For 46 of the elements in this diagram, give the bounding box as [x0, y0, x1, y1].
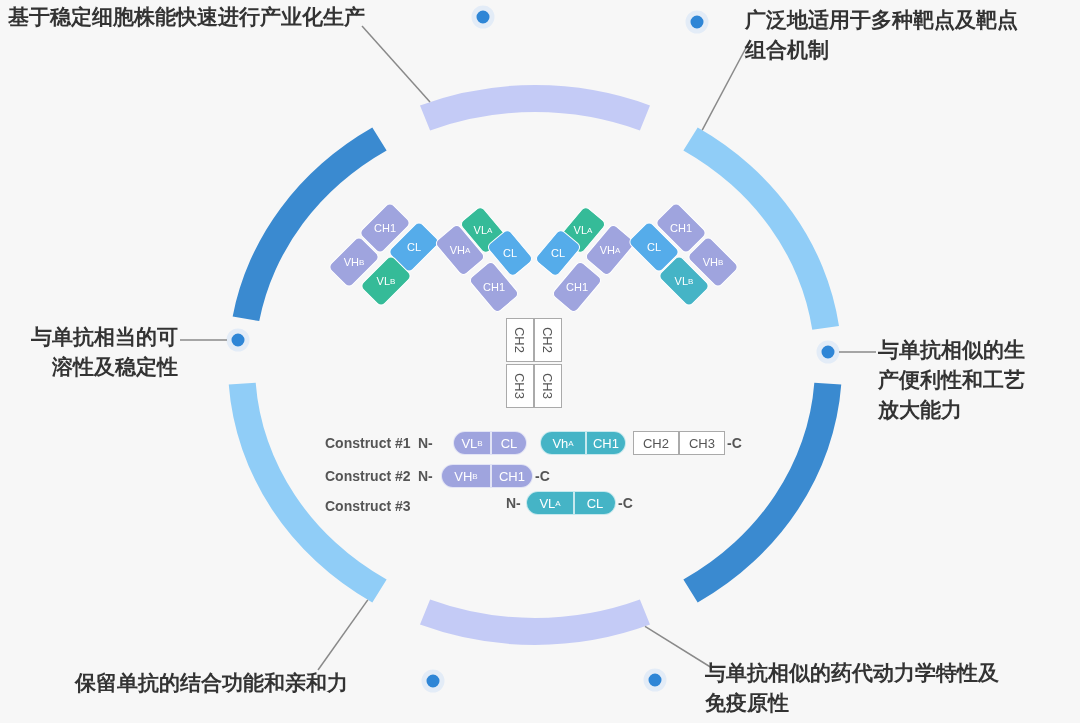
- dot-marker: [421, 669, 445, 693]
- ring-segment: [420, 599, 650, 645]
- construct-label: -C: [618, 495, 633, 511]
- leader-line: [838, 351, 877, 353]
- dot-marker: [816, 340, 840, 364]
- construct-label: -C: [535, 468, 550, 484]
- domain-label: CL: [646, 240, 662, 254]
- construct-label: -C: [727, 435, 742, 451]
- domain-label: CH1: [566, 280, 588, 294]
- domain-block: CH2: [534, 318, 562, 362]
- leader-line: [317, 599, 369, 671]
- dot-marker: [643, 668, 667, 692]
- callout-text: 与单抗相似的药代动力学特性及免疫原性: [705, 658, 1005, 718]
- callout-text: 广泛地适用于多种靶点及靶点组合机制: [745, 5, 1030, 65]
- callout-text: 保留单抗的结合功能和亲和力: [75, 668, 405, 698]
- leader-line: [179, 339, 228, 341]
- callout-text: 与单抗相似的生产便利性和工艺放大能力: [878, 335, 1038, 425]
- leader-line: [361, 25, 431, 103]
- domain-label: CL: [550, 246, 566, 260]
- dot-marker: [471, 5, 495, 29]
- callout-text: 与单抗相当的可溶性及稳定性: [20, 322, 178, 382]
- domain-block: CH1: [586, 431, 626, 455]
- construct-label: N-: [506, 495, 521, 511]
- ring-segment: [420, 85, 650, 131]
- dot-marker: [685, 10, 709, 34]
- domain-block: CH3: [534, 364, 562, 408]
- domain-label: CH1: [483, 280, 505, 294]
- domain-block: CH2: [633, 431, 679, 455]
- domain-label: CL: [406, 240, 422, 254]
- domain-label: CH1: [670, 221, 692, 235]
- domain-block: CL: [574, 491, 616, 515]
- domain-block: CH2: [506, 318, 534, 362]
- domain-label: CL: [502, 246, 518, 260]
- dot-marker: [226, 328, 250, 352]
- domain-label: CH1: [374, 221, 396, 235]
- construct-label: Construct #3: [325, 498, 411, 514]
- domain-block: CH1: [491, 464, 533, 488]
- construct-label: N-: [418, 435, 433, 451]
- domain-block: CH3: [506, 364, 534, 408]
- domain-block: CL: [491, 431, 527, 455]
- callout-text: 基于稳定细胞株能快速进行产业化生产: [8, 2, 428, 32]
- construct-label: Construct #2: [325, 468, 411, 484]
- domain-block: CH3: [679, 431, 725, 455]
- ring-segment: [683, 382, 842, 603]
- construct-label: Construct #1: [325, 435, 411, 451]
- construct-label: N-: [418, 468, 433, 484]
